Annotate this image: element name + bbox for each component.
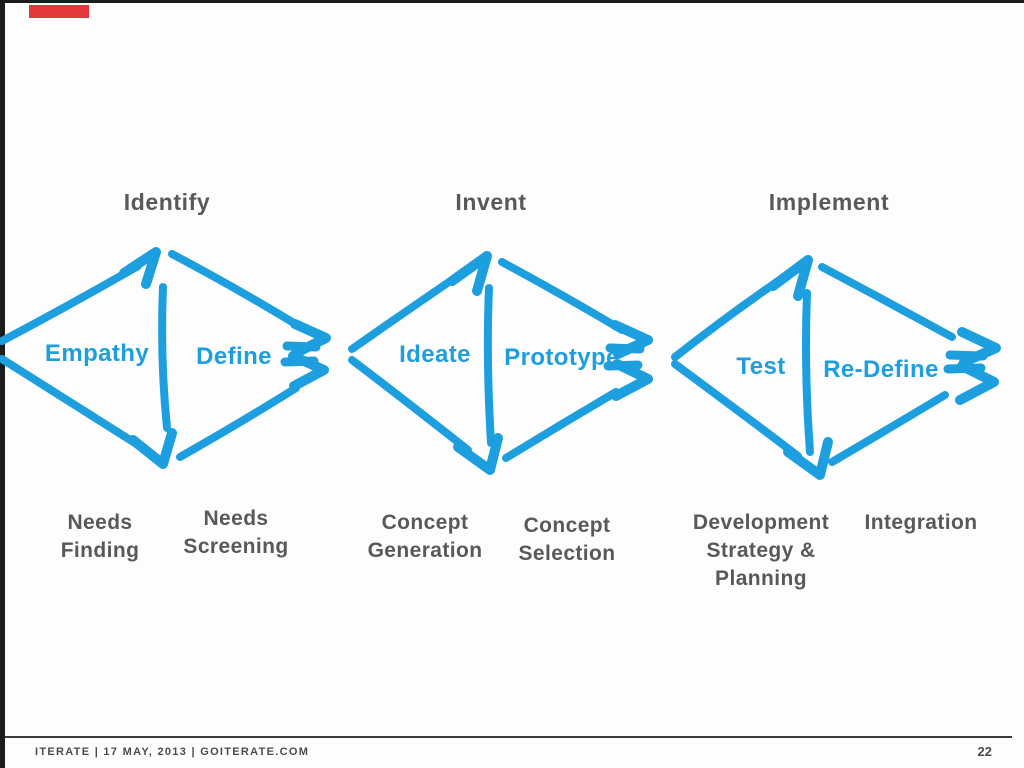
phase-line: Needs	[67, 511, 133, 534]
left-border	[0, 0, 5, 768]
phase-concept-selection: Concept Selection	[519, 512, 616, 568]
label-empathy: Empathy	[44, 340, 150, 367]
label-define: Define	[196, 343, 272, 370]
diamond-implement	[671, 255, 1001, 480]
arrowhead-icon	[453, 433, 503, 475]
phase-line: Integration	[864, 511, 978, 534]
stage-header-implement: Implement	[768, 189, 890, 215]
diamond-divider	[158, 283, 171, 432]
phase-line: Concept	[381, 511, 469, 534]
brand-red-bar	[29, 5, 89, 18]
arrowhead-icon	[128, 428, 177, 469]
diamond-invent	[348, 251, 653, 475]
diamond-identify	[0, 247, 331, 469]
stage-header-invent: Invent	[455, 189, 527, 215]
label-test: Test	[736, 353, 786, 380]
phase-needs-finding: Needs Finding	[61, 509, 140, 565]
phase-concept-generation: Concept Generation	[368, 509, 483, 565]
arrowhead-icon	[768, 255, 813, 301]
phase-line: Selection	[518, 542, 616, 565]
arrowhead-icon	[447, 251, 492, 296]
phase-line: Needs	[203, 507, 269, 530]
phase-line: Strategy &	[706, 539, 816, 562]
label-re-define: Re-Define	[823, 356, 939, 383]
phase-line: Concept	[523, 514, 611, 537]
footer-credit: ITERATE | 17 MAY, 2013 | GOITERATE.COM	[35, 746, 310, 758]
page-number: 22	[977, 744, 992, 759]
stage-header-identify: Identify	[123, 189, 211, 215]
phase-line: Finding	[60, 539, 140, 562]
phase-development-strategy: Development Strategy & Planning	[693, 509, 829, 593]
label-ideate: Ideate	[399, 341, 471, 368]
arrowhead-icon	[119, 247, 161, 289]
diamond-divider	[802, 289, 814, 456]
arrowhead-icon	[783, 437, 833, 480]
top-border	[0, 0, 1024, 3]
label-prototype: Prototype	[504, 344, 620, 371]
phase-integration: Integration	[865, 509, 978, 537]
phase-line: Generation	[367, 539, 483, 562]
phase-line: Development	[692, 511, 830, 534]
diamond-divider	[483, 284, 495, 447]
phase-line: Planning	[715, 567, 807, 590]
footer-divider	[5, 736, 1012, 738]
phase-line: Screening	[183, 535, 289, 558]
phase-needs-screening: Needs Screening	[183, 505, 288, 561]
